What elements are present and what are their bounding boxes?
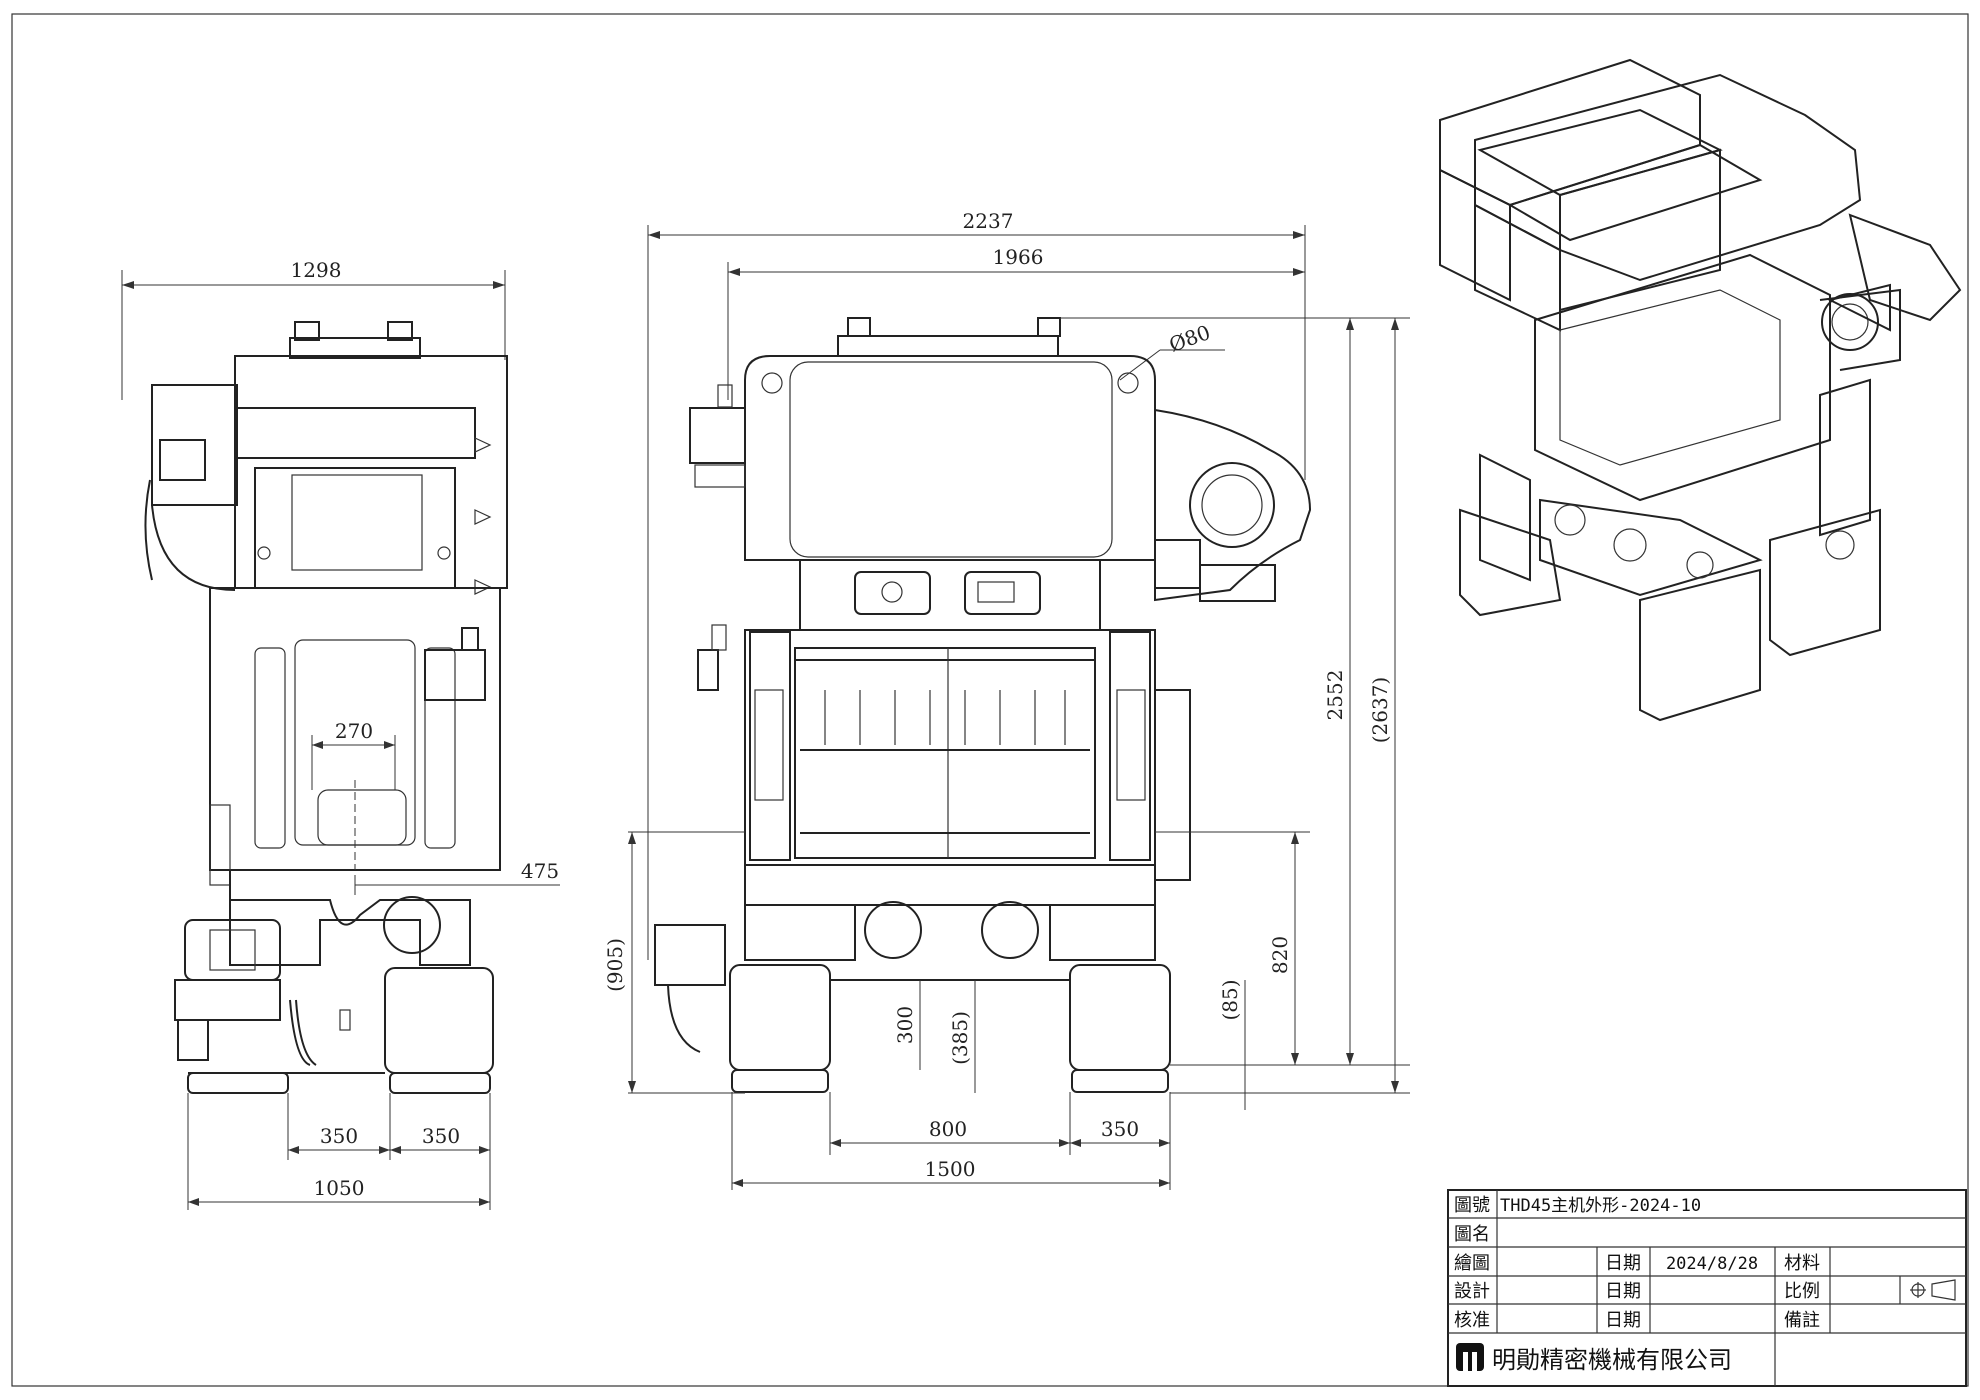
dim-front-905: (905) xyxy=(603,938,627,992)
dim-front-table: 820 xyxy=(1268,936,1292,974)
label-design: 設計 xyxy=(1454,1281,1490,1302)
dim-side-slot: 270 xyxy=(335,719,373,743)
sheet-border xyxy=(11,13,1969,1387)
front-view: 2237 1966 Ø80 xyxy=(603,209,1410,1190)
dim-front-height: 2552 xyxy=(1323,670,1347,721)
side-view: 1298 270 xyxy=(121,258,560,1210)
company-logo-icon xyxy=(1456,1343,1484,1371)
label-drawing-no: 圖號 xyxy=(1454,1195,1490,1216)
dim-side-pad1: 350 xyxy=(320,1124,358,1148)
dim-front-385: (385) xyxy=(948,1011,972,1065)
dim-side-base: 1050 xyxy=(314,1176,365,1200)
dim-front-1500: 1500 xyxy=(925,1157,976,1181)
dim-front-body: 1966 xyxy=(993,245,1044,269)
label-material: 材料 xyxy=(1784,1253,1820,1274)
label-date-1: 日期 xyxy=(1605,1253,1641,1274)
dim-side-offset: 475 xyxy=(521,859,559,883)
company-name: 明勛精密機械有限公司 xyxy=(1492,1346,1732,1374)
label-drawn: 繪圖 xyxy=(1454,1253,1490,1274)
dim-front-height-total: (2637) xyxy=(1368,677,1392,744)
isometric-view xyxy=(1439,58,1962,722)
dim-front-800: 800 xyxy=(929,1117,967,1141)
drawing-date: 2024/8/28 xyxy=(1666,1254,1758,1274)
dim-side-pad2: 350 xyxy=(422,1124,460,1148)
label-note: 備註 xyxy=(1784,1310,1820,1331)
title-block: 圖號 THD45主机外形-2024-10 圖名 繪圖 日期 2024/8/28 … xyxy=(1447,1189,1967,1387)
dim-front-300: 300 xyxy=(893,1006,917,1044)
label-date-2: 日期 xyxy=(1605,1281,1641,1302)
dim-front-350: 350 xyxy=(1101,1117,1139,1141)
dim-front-85: (85) xyxy=(1218,979,1242,1020)
dim-side-width: 1298 xyxy=(291,258,342,282)
dim-front-overall: 2237 xyxy=(963,209,1014,233)
label-approve: 核准 xyxy=(1454,1310,1490,1331)
drawing-number: THD45主机外形-2024-10 xyxy=(1500,1196,1701,1216)
dim-front-hole: Ø80 xyxy=(1166,320,1214,357)
projection-symbol-icon xyxy=(1910,1279,1956,1301)
label-date-3: 日期 xyxy=(1605,1310,1641,1331)
label-scale: 比例 xyxy=(1784,1281,1820,1302)
label-drawing-name: 圖名 xyxy=(1454,1224,1490,1245)
